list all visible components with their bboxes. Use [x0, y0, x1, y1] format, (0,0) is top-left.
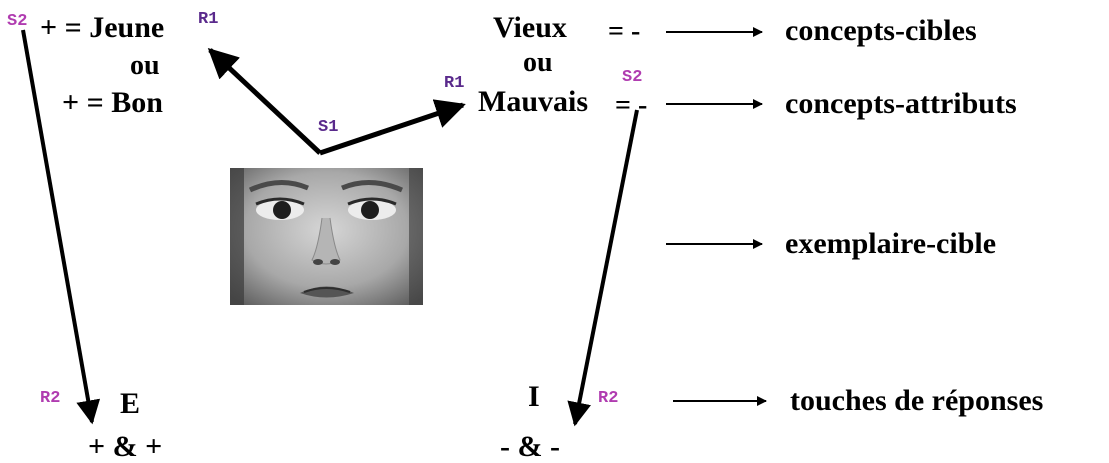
left-r2-marker: R2	[40, 389, 61, 408]
right-top-sign: = -	[608, 16, 641, 47]
right-bottom-word: Mauvais	[478, 85, 589, 118]
right-or: ou	[523, 47, 553, 78]
right-bottom-sign: = -	[615, 90, 648, 121]
left-bottom-line: + = Bon	[62, 86, 163, 119]
left-s2-marker: S2	[7, 13, 27, 30]
response-keys-label: touches de réponses	[790, 384, 1044, 417]
sad-face-photo-icon	[230, 168, 423, 305]
left-or: ou	[130, 50, 160, 81]
right-top-word: Vieux	[493, 11, 567, 44]
left-top-line: + = Jeune	[40, 11, 165, 44]
right-response-key: I	[528, 380, 540, 413]
target-exemplar-label: exemplaire-cible	[785, 227, 997, 260]
attribute-concepts-label: concepts-attributs	[785, 87, 1017, 120]
s1-to-right-r1-arrow	[319, 99, 466, 156]
left-r1-marker: R1	[198, 10, 219, 29]
s1-marker: S1	[318, 118, 339, 137]
right-response-combo: - & -	[500, 430, 560, 463]
left-response-combo: + & +	[88, 430, 163, 463]
right-r1-marker: R1	[444, 74, 465, 93]
right-s2-to-r2-arrow	[567, 109, 639, 427]
target-concepts-label: concepts-cibles	[785, 14, 977, 47]
left-response-key: E	[120, 387, 141, 420]
sad-face-photo	[230, 168, 423, 305]
right-s2-marker: S2	[622, 68, 643, 87]
left-s2-label: S2	[7, 12, 28, 31]
left-s2-to-r2-arrow	[21, 29, 101, 425]
s1-to-left-r1-arrow	[207, 47, 322, 155]
right-r2-marker: R2	[598, 389, 619, 408]
